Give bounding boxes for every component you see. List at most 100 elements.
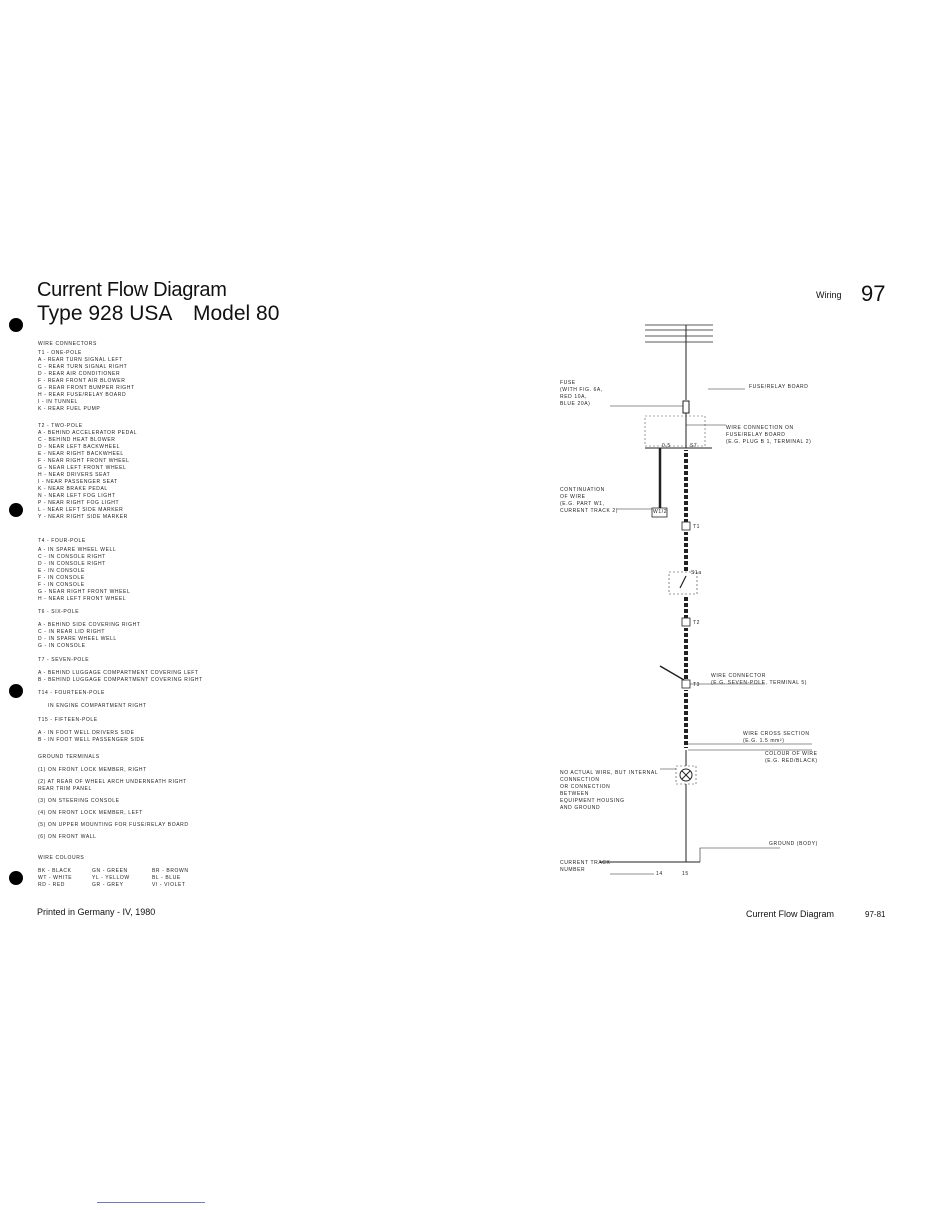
fuse-label: FUSE (WITH FIG. 6A, RED 10A, BLUE 20A) xyxy=(560,380,603,407)
continuation-box-label: W1/2 xyxy=(653,509,668,515)
printed-note: Printed in Germany - IV, 1980 xyxy=(37,907,156,917)
connector-t1 xyxy=(681,521,691,531)
colour-cell: BR - BROWN xyxy=(152,868,189,874)
list-item: D - REAR AIR CONDITIONER xyxy=(38,371,121,377)
list-item: G - IN CONSOLE xyxy=(38,643,86,649)
wire-connector-label: WIRE CONNECTOR (E.G. SEVEN-POLE, TERMINA… xyxy=(711,673,808,686)
colour-cell: GN - GREEN xyxy=(92,868,128,874)
connector-t3-label: T3 xyxy=(693,682,701,688)
list-item: B - IN FOOT WELL PASSENGER SIDE xyxy=(38,737,145,743)
bottom-rule xyxy=(97,1202,205,1203)
wire-label-b: S7 xyxy=(690,443,698,449)
list-item: F - NEAR RIGHT FRONT WHEEL xyxy=(38,458,130,464)
connector-t3 xyxy=(681,679,691,689)
list-item: H - REAR FUSE/RELAY BOARD xyxy=(38,392,127,398)
list-item: K - NEAR BRAKE PEDAL xyxy=(38,486,108,492)
list-item: Y - NEAR RIGHT SIDE MARKER xyxy=(38,514,128,520)
footer-title: Current Flow Diagram xyxy=(746,909,835,919)
wire-cross-section-label: WIRE CROSS SECTION (E.G. 1.5 mm²) xyxy=(743,731,810,744)
list-item: C - BEHIND HEAT BLOWER xyxy=(38,437,116,443)
list-item: (1) ON FRONT LOCK MEMBER, RIGHT xyxy=(38,767,147,773)
group-heading: T1 - ONE-POLE xyxy=(38,350,82,356)
list-item: F - IN CONSOLE xyxy=(38,582,85,588)
legend-group-t6: T6 - SIX-POLE A - BEHIND SIDE COVERING R… xyxy=(38,609,140,650)
wire-colours-table: BK - BLACK GN - GREEN BR - BROWN WT - WH… xyxy=(38,868,212,889)
ground-label: GROUND (BODY) xyxy=(769,841,818,847)
list-item: G - NEAR RIGHT FRONT WHEEL xyxy=(38,589,131,595)
colour-cell: GR - GREY xyxy=(92,882,124,888)
group-heading: T2 - TWO-POLE xyxy=(38,423,83,429)
list-item: F - REAR FRONT AIR BLOWER xyxy=(38,378,126,384)
group-heading: T6 - SIX-POLE xyxy=(38,609,80,615)
fuse-symbol xyxy=(682,400,690,414)
hatched-wire-2 xyxy=(684,690,688,748)
list-item: A - REAR TURN SIGNAL LEFT xyxy=(38,357,123,363)
continuation-label: CONTINUATION OF WIRE (E.G. PART W1, CURR… xyxy=(560,487,619,514)
list-item: I - IN TUNNEL xyxy=(38,399,78,405)
list-item: N - NEAR LEFT FOG LIGHT xyxy=(38,493,116,499)
group-heading: T7 - SEVEN-POLE xyxy=(38,657,90,663)
legend-ground-terminals: GROUND TERMINALS (1) ON FRONT LOCK MEMBE… xyxy=(38,754,189,841)
list-item: K - REAR FUEL PUMP xyxy=(38,406,101,412)
page-title: Current Flow Diagram xyxy=(37,279,227,301)
list-item: A - IN FOOT WELL DRIVERS SIDE xyxy=(38,730,135,736)
list-item: L - NEAR LEFT SIDE MARKER xyxy=(38,507,124,513)
wire-colours-heading: WIRE COLOURS xyxy=(38,855,85,861)
fuse-board-box xyxy=(644,415,706,447)
colour-cell: BL - BLUE xyxy=(152,875,181,881)
list-item: G - REAR FRONT BUMPER RIGHT xyxy=(38,385,135,391)
list-item: I - NEAR PASSENGER SEAT xyxy=(38,479,118,485)
internal-connection-label: NO ACTUAL WIRE, BUT INTERNAL CONNECTION … xyxy=(560,770,659,811)
list-item: P - NEAR RIGHT FOG LIGHT xyxy=(38,500,120,506)
list-item: A - BEHIND LUGGAGE COMPARTMENT COVERING … xyxy=(38,670,199,676)
group-heading: T4 - FOUR-POLE xyxy=(38,538,86,544)
page-number: 97 xyxy=(861,281,886,306)
list-item: H - NEAR DRIVERS SEAT xyxy=(38,472,111,478)
type-line: Type 928 USA xyxy=(37,302,173,325)
list-item: (5) ON UPPER MOUNTING FOR FUSE/RELAY BOA… xyxy=(38,822,189,828)
list-item: IN ENGINE COMPARTMENT RIGHT xyxy=(48,703,147,709)
colour-cell: RD - RED xyxy=(38,882,66,888)
list-item: A - BEHIND SIDE COVERING RIGHT xyxy=(38,622,141,628)
list-item: D - NEAR LEFT BACKWHEEL xyxy=(38,444,121,450)
binder-hole-1 xyxy=(9,318,23,332)
switch-contact xyxy=(679,575,687,589)
colour-cell: VI - VIOLET xyxy=(152,882,186,888)
connector-t2-label: T2 xyxy=(693,620,701,626)
legend-group-t4: T4 - FOUR-POLE A - IN SPARE WHEEL WELL C… xyxy=(38,538,130,603)
group-heading: GROUND TERMINALS xyxy=(38,754,100,760)
list-item: D - IN SPARE WHEEL WELL xyxy=(38,636,117,642)
model-line: Model 80 xyxy=(193,302,280,325)
track-number-right: 15 xyxy=(682,871,689,877)
colour-cell: BK - BLACK xyxy=(38,868,72,874)
wire-connection-label: WIRE CONNECTION ON FUSE/RELAY BOARD (E.G… xyxy=(726,425,812,445)
wire-connectors-heading: WIRE CONNECTORS xyxy=(38,341,97,347)
list-item: B - BEHIND LUGGAGE COMPARTMENT COVERING … xyxy=(38,677,203,683)
current-track-label: CURRENT TRACK NUMBER xyxy=(560,860,611,873)
hatched-wire-1 xyxy=(684,450,688,522)
list-item: C - IN REAR LID RIGHT xyxy=(38,629,106,635)
list-item: (6) ON FRONT WALL xyxy=(38,834,97,840)
legend-group-t2: T2 - TWO-POLE A - BEHIND ACCELERATOR PED… xyxy=(38,423,137,521)
list-item: E - IN CONSOLE xyxy=(38,568,86,574)
section-label: Wiring xyxy=(816,290,842,300)
legend-group-t15: T15 - FIFTEEN-POLE A - IN FOOT WELL DRIV… xyxy=(38,717,145,744)
list-item: C - IN CONSOLE RIGHT xyxy=(38,554,106,560)
fuse-relay-board-label: FUSE/RELAY BOARD xyxy=(749,384,809,390)
list-item: (3) ON STEERING CONSOLE xyxy=(38,798,120,804)
list-item: F - IN CONSOLE xyxy=(38,575,85,581)
list-item: G - NEAR LEFT FRONT WHEEL xyxy=(38,465,127,471)
connector-t2 xyxy=(681,617,691,627)
track-number-left: 14 xyxy=(656,871,663,877)
group-heading: T15 - FIFTEEN-POLE xyxy=(38,717,98,723)
legend-group-t14: T14 - FOURTEEN-POLE IN ENGINE COMPARTMEN… xyxy=(38,690,147,710)
list-item: D - IN CONSOLE RIGHT xyxy=(38,561,106,567)
binder-hole-2 xyxy=(9,503,23,517)
wire-colour-label: COLOUR OF WIRE (E.G. RED/BLACK) xyxy=(765,751,818,764)
list-item: (2) AT REAR OF WHEEL ARCH UNDERNEATH RIG… xyxy=(38,779,187,792)
legend-group-t7: T7 - SEVEN-POLE A - BEHIND LUGGAGE COMPA… xyxy=(38,657,203,684)
switch-box xyxy=(668,571,698,595)
switch-label: S1a xyxy=(691,570,702,576)
group-heading: T14 - FOURTEEN-POLE xyxy=(38,690,105,696)
